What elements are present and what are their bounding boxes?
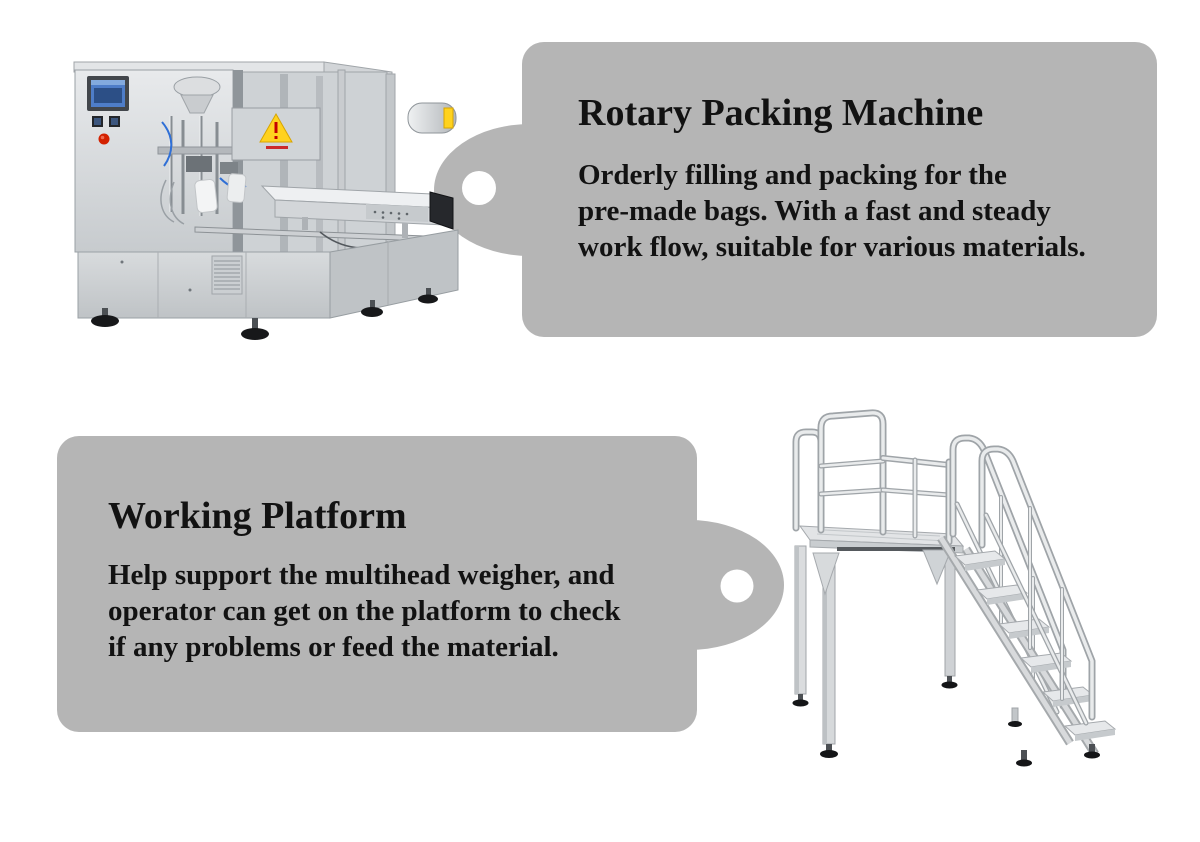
platform-stairs (937, 535, 1117, 767)
machine-feet (91, 288, 438, 340)
machine-base (77, 229, 459, 319)
tag-shape-right-tab (57, 436, 784, 732)
machine-frame (73, 61, 396, 257)
machine-motor (407, 102, 457, 134)
machine-hopper (173, 76, 221, 114)
conveyor-end-cap (429, 191, 454, 230)
rotary-tag-description: Orderly filling and packing for the pre-… (578, 159, 1086, 263)
feature-tag-rotary (434, 42, 1157, 337)
machine-conveyor (194, 185, 454, 249)
stair-handrail-near (978, 445, 1096, 726)
feature-tag-platform (57, 436, 784, 732)
tag-shape-left-tab (434, 42, 1157, 337)
platform-legs (792, 543, 958, 758)
tag-hole (462, 171, 496, 205)
machine-vent-grille (211, 255, 243, 295)
machine-mechanism (157, 116, 281, 225)
working-platform-illustration (792, 409, 1117, 767)
tag-hole (720, 569, 754, 603)
platform-deck (798, 525, 965, 596)
machine-red-button (98, 133, 110, 145)
platform-tag-description: Help support the multihead weigher, and … (108, 559, 621, 663)
platform-railings (792, 409, 953, 546)
rotary-packing-machine-illustration (73, 61, 459, 340)
machine-warning-panel (231, 107, 321, 161)
rotary-tag-title: Rotary Packing Machine (578, 92, 984, 134)
platform-tag-title: Working Platform (108, 495, 407, 537)
